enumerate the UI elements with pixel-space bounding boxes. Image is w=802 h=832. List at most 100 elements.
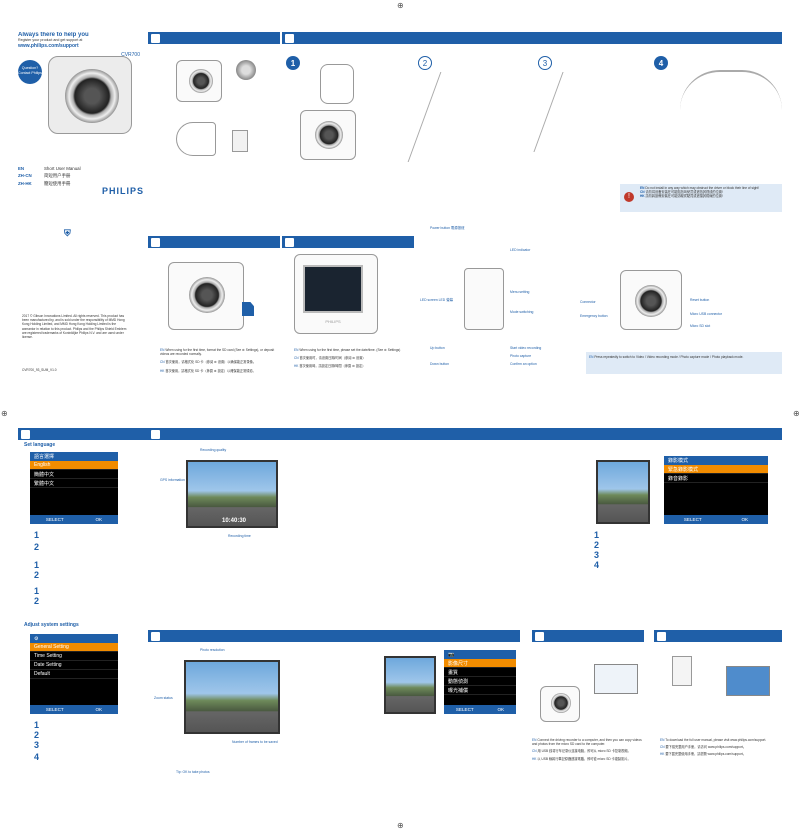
record-label: Start video recording — [510, 346, 542, 350]
mount-header — [282, 32, 782, 44]
crosshair-icon: ⊕ — [397, 821, 404, 830]
dashcam-screen — [303, 265, 363, 313]
ok-softkey[interactable]: OK — [95, 517, 103, 522]
sd-dashcam — [168, 262, 244, 330]
suction-mount — [236, 60, 256, 80]
user-manual-doc — [672, 656, 692, 686]
car-interior — [680, 70, 782, 152]
record-mode-preview — [596, 460, 650, 524]
car-charger — [176, 122, 216, 156]
mount-arm — [320, 64, 354, 104]
warning-icon: ! — [624, 192, 634, 202]
cover-url[interactable]: www.philips.com/support — [18, 42, 79, 49]
led-screen-label: LED screen LED 螢幕 — [420, 298, 453, 302]
sd-instructions: EN When using for the first time, format… — [160, 348, 275, 373]
box-dashcam — [176, 60, 222, 102]
menu-item-date[interactable]: Date Setting — [30, 661, 118, 670]
pc-header — [532, 630, 644, 642]
philips-logo: PHILIPS — [101, 186, 144, 196]
pc-instructions: EN Connect the driving recorder to a com… — [532, 738, 642, 761]
menu-item-audio[interactable]: 錄音錄影 — [664, 474, 768, 483]
cover-register: Register your product and get support at — [18, 38, 83, 42]
recording-preview: 10:40:30 — [186, 460, 278, 528]
adjust-settings-title: Adjust system settings — [24, 622, 79, 628]
power-button-label: Power button 電源按鈕 — [430, 226, 465, 230]
install-header — [148, 32, 280, 44]
wrench-icon — [285, 33, 294, 43]
power-instructions: EN When using for the first time, please… — [294, 348, 401, 369]
dashcam-image — [48, 56, 132, 134]
photo-preview — [184, 660, 280, 734]
down-button-label: Down button — [430, 362, 450, 366]
crosshair-icon: ⊕ — [793, 409, 800, 418]
usb-label: Micro USB connector — [690, 312, 723, 316]
sd-slot-label: Micro SD slot — [690, 324, 711, 328]
camera-icon — [151, 631, 160, 641]
device-rear-view — [464, 268, 504, 330]
web-header — [654, 630, 782, 642]
menu-item-zh-hk[interactable]: 繁體中文 — [30, 479, 118, 488]
contact-badge: Question? Contact Philips — [18, 60, 42, 84]
menu-item-general[interactable]: General Setting — [30, 643, 118, 652]
photo-header — [148, 630, 520, 642]
cover-panel: Always there to help you Register your p… — [18, 32, 140, 210]
language-menu: 語言選擇 English 簡體中文 繁體中文 SELECT OK — [30, 452, 118, 524]
recording-time-label: Recording time — [228, 534, 251, 538]
recording-header — [148, 428, 782, 440]
menu-item-default[interactable]: Default — [30, 670, 118, 679]
photo-tip: Tip: OK to take photos — [176, 770, 210, 774]
menu-item-exposure[interactable]: 曝光補償 — [444, 686, 516, 695]
photo-capture-label: Photo capture — [510, 354, 532, 358]
power-icon — [285, 237, 294, 247]
step-3: 3 — [538, 56, 552, 70]
confirm-label: Confirm an option — [510, 362, 537, 366]
menu-item-motion[interactable]: 動態偵測 — [444, 677, 516, 686]
step-4: 4 — [654, 56, 668, 70]
mode-switch-label: Mode switching — [510, 310, 534, 314]
led-indicator-label: LED indicator — [510, 248, 531, 252]
select-softkey[interactable]: SELECT — [45, 517, 64, 522]
up-button-label: Up button — [430, 346, 445, 350]
philips-shield-icon: ⛨ — [64, 228, 71, 238]
set-language-title: Set language — [24, 442, 56, 448]
step-2: 2 — [418, 56, 432, 70]
box-icon — [151, 33, 160, 43]
video-icon — [151, 429, 160, 439]
warning-box: ! EN Do not install in any way which may… — [620, 184, 782, 212]
menu-title: 語言選擇 — [30, 452, 118, 461]
web-laptop — [726, 666, 770, 696]
install-step1-camera — [300, 110, 356, 160]
menu-item-time[interactable]: Time Setting — [30, 652, 118, 661]
system-menu: ⚙ General Setting Time Setting Date Sett… — [30, 634, 118, 714]
windshield-clean — [407, 72, 521, 162]
model-number: CVR700 — [121, 52, 140, 58]
menu-item-quality[interactable]: 畫質 — [444, 668, 516, 677]
legal-code: CVR700_93_SUM_V1.0 — [22, 368, 57, 372]
gear-icon — [21, 429, 30, 439]
windshield-mount — [533, 72, 623, 152]
zoom-status-label: Zoom status — [154, 696, 173, 700]
photo-mode-preview — [384, 656, 436, 714]
menu-setting-label: Menu setting — [510, 290, 530, 294]
menu-item-english[interactable]: English — [30, 461, 118, 470]
osd-time: 10:40:30 — [222, 518, 247, 524]
menu-item-image-size[interactable]: 影像尺寸 — [444, 659, 516, 668]
menu-item-emergency[interactable]: 緊急錄影模式 — [664, 465, 768, 474]
manual-booklet — [232, 130, 248, 152]
menu-item-zh-cn[interactable]: 簡體中文 — [30, 470, 118, 479]
legal-text: 2017 © Gibson Innovations Limited. All r… — [22, 314, 127, 340]
device-side-view — [620, 270, 682, 330]
emergency-label: Emergency button — [580, 314, 608, 318]
photo-resolution-label: Photo resolution — [200, 648, 225, 652]
mode-note: EN Press repeatedly to switch to Video /… — [586, 352, 782, 374]
recording-quality-label: Recording quality — [200, 448, 227, 452]
crosshair-icon: ⊕ — [397, 1, 404, 10]
laptop — [594, 664, 638, 694]
pc-dashcam — [540, 686, 580, 722]
crosshair-icon: ⊕ — [1, 409, 8, 418]
sd-header — [148, 236, 280, 248]
reset-label: Reset button — [690, 298, 710, 302]
